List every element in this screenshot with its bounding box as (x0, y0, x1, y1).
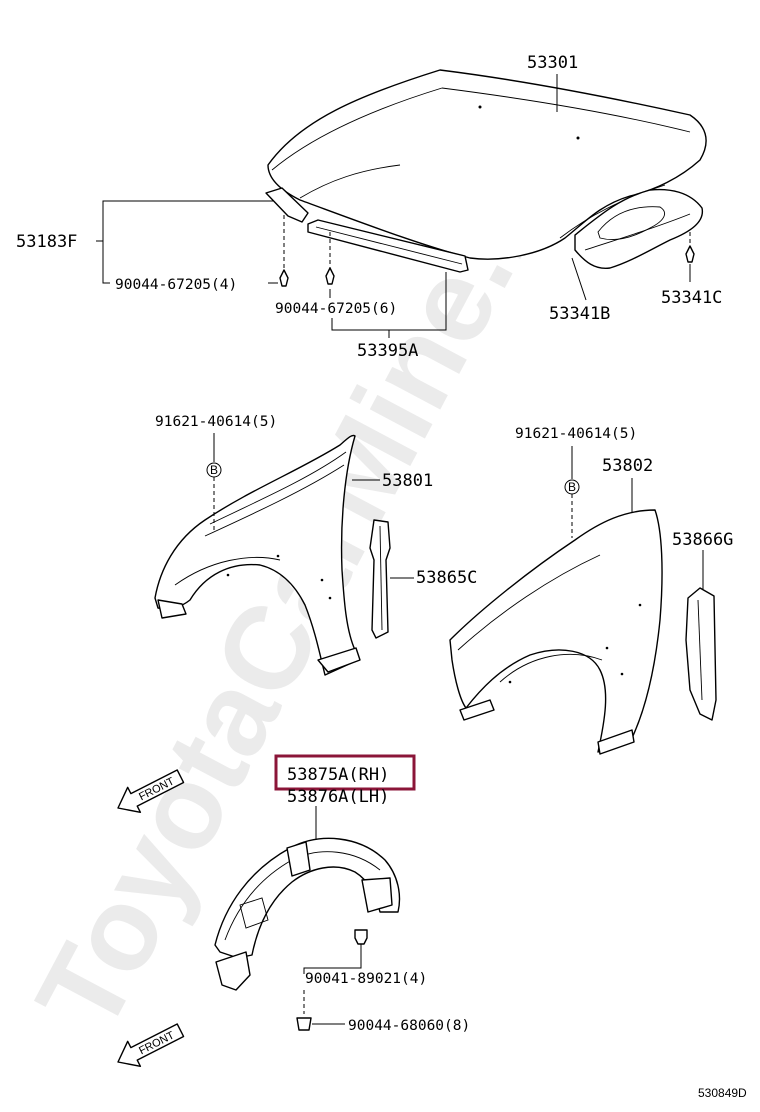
label-liner-rh: 53875A(RH) (287, 765, 389, 785)
marker-b-rh: B (568, 480, 576, 494)
screw-icon (354, 929, 368, 945)
fender-seal-lh-53865C[interactable] (369, 519, 391, 639)
highlight-box (274, 754, 416, 791)
label-clip-liner: 90044-68060(8) (348, 1018, 470, 1034)
label-insulator-clip: 53341C (661, 288, 722, 308)
marker-b-lh: B (210, 463, 218, 477)
label-fender-seal-lh: 53865C (416, 568, 477, 588)
label-clip-center: 90044-67205(6) (275, 301, 397, 317)
clip-icon (279, 245, 695, 287)
label-hood-seal: 53395A (357, 341, 418, 361)
label-fender-lh: 53801 (382, 471, 433, 491)
hood-insulator-53341B[interactable] (574, 188, 704, 269)
fender-seal-rh-53866G[interactable] (685, 587, 717, 721)
label-hood: 53301 (527, 53, 578, 73)
label-liner-lh: 53876A(LH) (287, 787, 389, 807)
label-fender-rh: 53802 (602, 456, 653, 476)
fender-liner-53875A[interactable] (214, 837, 401, 991)
label-fender-seal-rh: 53866G (672, 530, 733, 550)
diagram-code: 530849D (698, 1086, 747, 1100)
fender-lh-53801[interactable] (154, 434, 361, 676)
fender-rh-53802[interactable] (449, 509, 663, 755)
hood-seal-53395A[interactable] (307, 219, 469, 273)
hood-bracket-53183F[interactable] (265, 187, 309, 223)
clip-icon (296, 1017, 312, 1031)
label-screw: 90041-89021(4) (305, 971, 427, 987)
label-clip-rh: 91621-40614(5) (515, 426, 637, 442)
label-hood-insulator: 53341B (549, 304, 610, 324)
label-clip-left: 90044-67205(4) (115, 277, 237, 293)
label-hood-bracket: 53183F (16, 232, 77, 252)
label-clip-lh: 91621-40614(5) (155, 414, 277, 430)
